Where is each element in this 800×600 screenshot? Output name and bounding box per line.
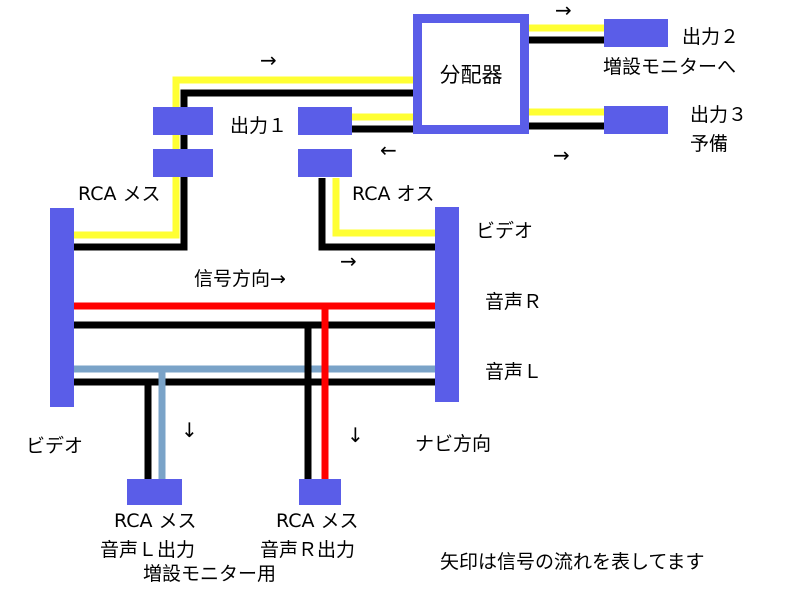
signal-direction-label: 信号方向→ <box>194 268 286 290</box>
output1-label: 出力１ <box>230 115 288 137</box>
splitter-box: 分配器 <box>413 14 529 134</box>
rca-female-connector-top <box>153 149 213 177</box>
output1-connector <box>298 107 352 135</box>
rca-female-top-label: RCA メス <box>78 183 161 205</box>
arrow-right-icon: → <box>553 143 570 167</box>
extra-monitor-use-label: 増設モニター用 <box>143 563 277 585</box>
output2-sub-label: 増設モニターへ <box>603 56 737 78</box>
arrow-right-icon: → <box>555 0 572 22</box>
audio-r-out-label: 音声Ｒ出力 <box>260 539 356 561</box>
video-right-label: ビデオ <box>476 220 534 242</box>
output2-connector <box>604 19 668 47</box>
audio-l-out-label: 音声Ｌ出力 <box>100 539 196 561</box>
output3-label: 出力３ <box>690 104 748 126</box>
ground-cable-left <box>74 178 188 251</box>
arrow-right-icon: → <box>260 48 277 72</box>
ground-cable-right <box>318 178 436 251</box>
audio-l-output-connector <box>127 479 182 505</box>
input-connector <box>153 107 213 135</box>
audio-l-label: 音声Ｌ <box>485 361 543 383</box>
audio-r-label: 音声Ｒ <box>485 291 543 313</box>
video-left-label: ビデオ <box>26 435 84 457</box>
navi-direction-label: ナビ方向 <box>415 433 492 455</box>
arrow-right-icon: → <box>340 249 357 273</box>
arrow-down-icon: ↓ <box>181 418 198 442</box>
output3-connector <box>604 106 668 134</box>
arrow-note-label: 矢印は信号の流れを表してます <box>440 551 705 573</box>
output2-label: 出力２ <box>682 26 740 48</box>
video-cable-right <box>332 178 436 237</box>
arrow-down-icon: ↓ <box>347 423 364 447</box>
video-cable-left <box>74 178 180 239</box>
rca-male-top-label: RCA オス <box>352 183 435 205</box>
video-cable-to-splitter <box>172 76 415 178</box>
audio-r-output-connector <box>299 479 341 505</box>
rca-female-l-label: RCA メス <box>114 510 197 532</box>
rca-female-r-label: RCA メス <box>276 510 359 532</box>
left-video-bar <box>50 208 74 407</box>
output3-sub-label: 予備 <box>690 133 729 155</box>
splitter-label: 分配器 <box>439 63 503 87</box>
right-video-bar <box>435 207 459 402</box>
arrow-left-icon: ← <box>380 138 397 162</box>
rca-male-connector-top <box>298 149 352 177</box>
